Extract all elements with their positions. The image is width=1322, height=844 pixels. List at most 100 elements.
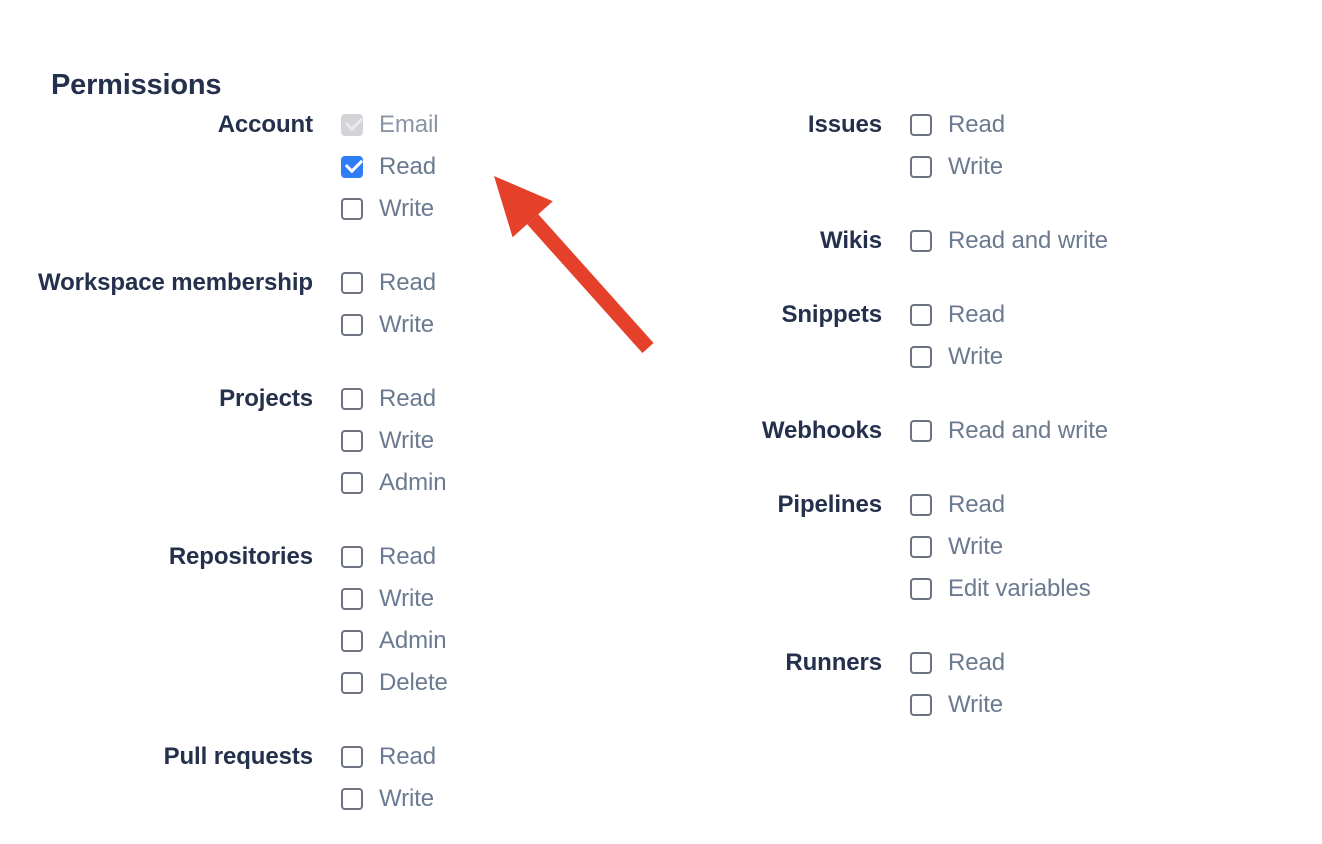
permission-option-label: Read (948, 649, 1005, 676)
permission-option-row[interactable]: Read and write (910, 410, 1108, 452)
permission-group-label: Account (217, 111, 313, 138)
permission-option-row[interactable]: Admin (341, 620, 448, 662)
checkbox-unchecked-icon[interactable] (341, 472, 363, 494)
permission-option-row[interactable]: Write (341, 420, 447, 462)
permission-option-row[interactable]: Read (910, 294, 1005, 336)
checkbox-unchecked-icon[interactable] (910, 230, 932, 252)
permission-option-row[interactable]: Read (341, 262, 436, 304)
checkbox-unchecked-icon[interactable] (341, 388, 363, 410)
permission-option-label: Admin (379, 469, 447, 496)
checkbox-unchecked-icon[interactable] (341, 588, 363, 610)
permission-option-row[interactable]: Read and write (910, 220, 1108, 262)
permission-option-row[interactable]: Email (341, 104, 439, 146)
permission-option-label: Read (379, 743, 436, 770)
permission-option-label: Write (948, 691, 1004, 718)
permission-group-label: Pull requests (163, 743, 314, 770)
permission-option-row[interactable]: Delete (341, 662, 448, 704)
permission-option-row[interactable]: Read (341, 736, 436, 778)
permission-option-row[interactable]: Read (910, 104, 1005, 146)
checkbox-unchecked-icon[interactable] (910, 536, 932, 558)
checkbox-unchecked-icon[interactable] (341, 788, 363, 810)
permission-option-row[interactable]: Write (910, 336, 1005, 378)
permission-option-label: Delete (379, 669, 448, 696)
page-title: Permissions (51, 69, 222, 102)
checkbox-unchecked-icon[interactable] (910, 156, 932, 178)
permission-option-label: Read (948, 301, 1005, 328)
permission-group: Webhooks Read and write (660, 410, 1322, 452)
permission-option-row[interactable]: Read (341, 378, 447, 420)
permission-option-row[interactable]: Write (910, 526, 1091, 568)
permission-options: Read and write (910, 410, 1108, 452)
permission-option-row[interactable]: Read (910, 484, 1091, 526)
permission-group-label: Runners (785, 649, 882, 676)
permission-option-label: Read (948, 111, 1005, 138)
checkbox-unchecked-icon[interactable] (910, 346, 932, 368)
checkbox-checked-icon[interactable] (341, 154, 364, 178)
permission-option-label: Write (379, 785, 435, 812)
permission-option-row[interactable]: Read (910, 642, 1005, 684)
checkbox-unchecked-icon[interactable] (910, 304, 932, 326)
permission-group-label: Repositories (168, 543, 313, 570)
permission-option-label: Email (379, 111, 439, 138)
permission-group-label: Pipelines (777, 491, 883, 518)
checkbox-unchecked-icon[interactable] (341, 672, 363, 694)
checkbox-unchecked-icon[interactable] (910, 494, 932, 516)
permission-option-label: Write (379, 427, 435, 454)
permission-option-label: Write (379, 195, 435, 222)
permission-option-row[interactable]: Read (341, 536, 448, 578)
checkbox-unchecked-icon[interactable] (910, 652, 932, 674)
permission-group-label: Webhooks (761, 417, 882, 444)
permission-option-row[interactable]: Read (341, 146, 439, 188)
permission-option-row[interactable]: Edit variables (910, 568, 1091, 610)
permission-group-label: Workspace membership (38, 269, 313, 296)
permission-group-label: Issues (807, 111, 882, 138)
permission-option-label: Read (379, 269, 436, 296)
checkbox-unchecked-icon[interactable] (910, 420, 932, 442)
checkbox-unchecked-icon[interactable] (910, 694, 932, 716)
checkbox-unchecked-icon[interactable] (341, 314, 363, 336)
permission-option-row[interactable]: Write (341, 778, 436, 820)
checkbox-unchecked-icon[interactable] (341, 430, 363, 452)
permission-option-label: Read (379, 543, 436, 570)
permission-option-label: Write (379, 585, 435, 612)
permission-group-label: Wikis (820, 227, 882, 254)
permission-option-label: Read (379, 153, 436, 180)
checkbox-unchecked-icon[interactable] (341, 198, 363, 220)
checkbox-unchecked-icon[interactable] (341, 272, 363, 294)
permission-option-label: Read (379, 385, 436, 412)
permission-options: Read and write (910, 220, 1108, 262)
permission-option-row[interactable]: Write (910, 684, 1005, 726)
permission-group: Wikis Read and write (660, 220, 1322, 262)
checkbox-unchecked-icon[interactable] (341, 630, 363, 652)
permission-option-label: Admin (379, 627, 447, 654)
checkbox-unchecked-icon[interactable] (341, 546, 363, 568)
checkmark-icon (344, 154, 364, 174)
permission-option-label: Read and write (948, 417, 1109, 444)
permission-option-row[interactable]: Admin (341, 462, 447, 504)
checkbox-disabled-checked-icon (341, 112, 364, 136)
permission-option-row[interactable]: Write (341, 304, 436, 346)
permission-option-row[interactable]: Write (910, 146, 1005, 188)
checkbox-unchecked-icon[interactable] (910, 114, 932, 136)
checkbox-unchecked-icon[interactable] (910, 578, 932, 600)
permission-option-label: Edit variables (948, 575, 1091, 602)
permission-option-row[interactable]: Write (341, 188, 439, 230)
permission-option-row[interactable]: Write (341, 578, 448, 620)
checkbox-unchecked-icon[interactable] (341, 746, 363, 768)
permission-group-label: Snippets (781, 301, 882, 328)
